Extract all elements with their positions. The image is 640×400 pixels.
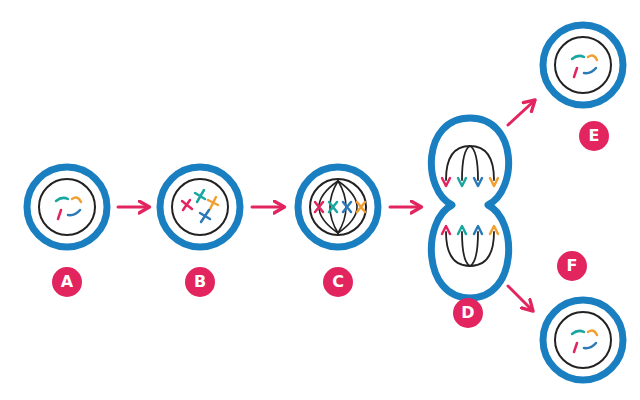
step-label-circle: E [579,121,609,151]
step-letter: B [194,274,206,290]
step-label-circle: B [185,267,215,297]
step-label-circle: C [323,267,353,297]
step-label-circle: D [453,298,483,328]
step-letter: D [461,305,474,321]
step-label-circle: A [52,267,82,297]
step-letter: E [589,128,600,144]
step-letter: F [567,258,578,274]
step-letter: A [61,274,73,290]
step-letter: C [332,274,344,290]
step-label-circle: F [557,251,587,281]
